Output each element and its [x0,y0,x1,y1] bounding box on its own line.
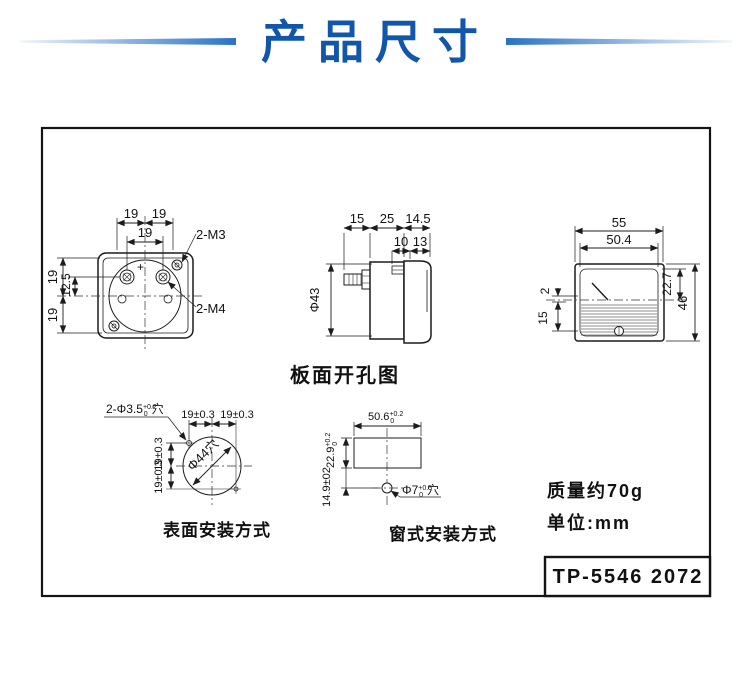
meter-body-side [369,261,405,340]
corner-screw-top-right [171,259,183,271]
dim-window-14-9: 14.9±02 [321,467,333,507]
front-view-dimensions: 55 50.4 22.7 46 2 15 [536,215,700,342]
model-number: TP-5546 2072 [553,566,704,588]
weight-note: 质量约70g [547,480,644,501]
side-view-dimensions: 15 25 14.5 10 13 Φ43 [307,211,431,337]
sheet-border [40,126,712,598]
rear-hole-left [117,294,127,304]
bezel-side [403,260,432,344]
corner-screw-bottom-left [108,320,120,332]
page-header: 产品尺寸 [0,0,750,95]
dim-surface-19-top-right: 19±0.3 [220,409,254,421]
dim-surface-19-top-left: 19±0.3 [181,409,215,421]
window-cutout-rect [353,437,422,469]
dim-rear-19-left: 19 [124,206,138,221]
dim-surface-19-left-lower: 19±0.3 [153,460,165,494]
header-rule-right [506,38,732,45]
dim-front-22-7: 22.7 [660,272,674,296]
dim-side-13: 13 [413,234,427,249]
label-2m4: 2-M4 [196,301,226,316]
unit-note: 单位:mm [547,512,631,533]
dim-front-55: 55 [612,215,626,230]
dim-rear-side-19-lower: 19 [45,308,60,322]
label-2m3: 2-M3 [196,227,226,242]
rear-hole-right [163,294,173,304]
dim-side-25: 25 [380,211,394,226]
dim-side-10: 10 [394,234,408,249]
model-number-box [543,555,712,598]
rear-view-dimensions: 19 19 19 2-M3 2-M4 19 19 12.5 [45,206,226,334]
dim-rear-19-right: 19 [152,206,166,221]
dim-rear-12-5: 12.5 [59,273,73,297]
front-bezel-outline [574,263,665,342]
meter-needle [591,282,609,301]
dim-surface-19-left-upper: 19±0.3 [153,437,165,471]
dim-rear-side-19-upper: 19 [45,270,60,284]
dim-window-22-9: 22.9+0.20 [325,433,339,468]
rear-view-drawing: + 19 19 19 2-M3 [45,206,226,350]
dim-side-phi43: Φ43 [307,288,322,313]
header-rule-left [20,38,236,45]
dim-front-46: 46 [675,296,690,310]
dim-rear-19-terminals: 19 [138,225,152,240]
polarity-mark: + [137,260,144,274]
side-view-drawing: 15 25 14.5 10 13 Φ43 板面开孔图 [290,211,432,387]
caption-surface-mount: 表面安装方式 [163,520,271,540]
page-title: 产品尺寸 [261,16,489,68]
caption-window-mount: 窗式安装方式 [389,524,497,544]
dim-front-2: 2 [538,287,552,294]
front-view-drawing: 55 50.4 22.7 46 2 15 [536,215,700,342]
dim-front-50-4: 50.4 [606,232,631,247]
dim-side-15: 15 [350,211,364,226]
terminal-screw-right [155,269,171,285]
terminal-screw-left [119,269,135,285]
caption-panel-cutout: 板面开孔图 [290,363,400,387]
dim-front-15: 15 [536,311,550,325]
dim-side-14-5: 14.5 [405,211,430,226]
